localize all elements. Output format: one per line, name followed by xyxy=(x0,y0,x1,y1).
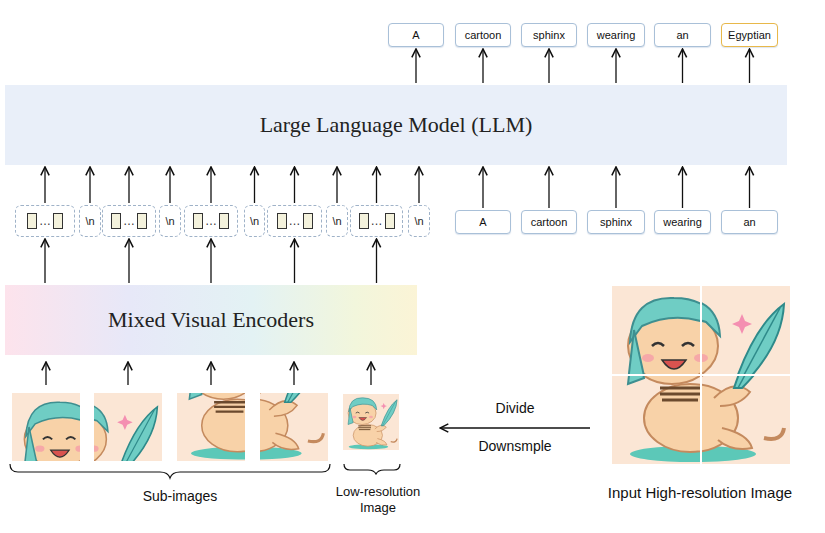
flow-arrow xyxy=(418,167,419,203)
node-text: … xyxy=(123,214,135,228)
caption-label: Input High-resolution Image xyxy=(570,484,825,501)
flow-arrow xyxy=(482,49,483,83)
node-text: A xyxy=(412,29,419,41)
flow-arrow xyxy=(415,49,416,83)
token-box: \n xyxy=(79,205,100,237)
node-text: cartoon xyxy=(465,29,502,41)
node-text: \n xyxy=(85,215,94,227)
node-text: Mixed Visual Encoders xyxy=(108,307,314,333)
node-text: \n xyxy=(165,215,174,227)
flow-arrow xyxy=(548,49,549,83)
caption-label: Low-resolution Image xyxy=(328,484,428,516)
token-box: an xyxy=(654,23,711,47)
node-text: \n xyxy=(250,215,259,227)
flow-arrow xyxy=(749,49,750,83)
token-mark xyxy=(193,213,203,229)
token-box: sphinx xyxy=(521,23,577,47)
token-mark xyxy=(277,213,287,229)
flow-arrow xyxy=(254,167,255,203)
token-box: \n xyxy=(408,205,430,237)
flow-arrow xyxy=(615,167,616,208)
token-mark xyxy=(219,213,229,229)
token-box: wearing xyxy=(587,23,645,47)
token-box: Egyptian xyxy=(721,23,778,47)
node-text: \n xyxy=(414,215,423,227)
token-box: A xyxy=(455,210,511,234)
flow-arrow xyxy=(682,49,683,83)
flow-arrow xyxy=(749,167,750,208)
token-mark xyxy=(27,213,37,229)
flow-arrow xyxy=(128,239,129,283)
model-band: Large Language Model (LLM) xyxy=(5,85,787,165)
caption-label: Sub-images xyxy=(120,488,240,504)
flow-arrow xyxy=(294,167,295,203)
token-mark xyxy=(111,213,121,229)
token-box: \n xyxy=(159,205,180,237)
node-text: wearing xyxy=(663,216,702,228)
flow-arrow xyxy=(44,167,45,203)
visual-token-group: … xyxy=(184,205,238,237)
node-text: an xyxy=(676,29,688,41)
flow-arrow xyxy=(376,239,377,283)
flow-arrow xyxy=(615,49,616,83)
node-text: … xyxy=(289,214,301,228)
token-box: wearing xyxy=(654,210,711,234)
node-text: cartoon xyxy=(531,216,568,228)
flow-arrow xyxy=(210,167,211,203)
flow-arrow xyxy=(294,239,295,283)
flow-arrow xyxy=(376,167,377,203)
flow-arrow xyxy=(336,167,337,203)
flow-arrow xyxy=(548,167,549,208)
token-mark xyxy=(359,213,369,229)
model-band: Mixed Visual Encoders xyxy=(5,285,417,355)
node-text: … xyxy=(205,214,217,228)
flow-arrow xyxy=(89,167,90,203)
node-text: … xyxy=(371,214,383,228)
flow-arrow xyxy=(169,167,170,203)
node-text: wearing xyxy=(597,29,636,41)
token-box: sphinx xyxy=(587,210,645,234)
visual-token-group: … xyxy=(267,205,322,237)
token-box: cartoon xyxy=(455,23,511,47)
node-text: Large Language Model (LLM) xyxy=(260,112,533,138)
node-text: sphinx xyxy=(600,216,632,228)
flow-arrow xyxy=(128,167,129,203)
visual-token-group: … xyxy=(350,205,403,237)
token-mark xyxy=(53,213,63,229)
node-text: \n xyxy=(332,215,341,227)
node-text: an xyxy=(743,216,755,228)
token-box: cartoon xyxy=(521,210,577,234)
visual-token-group: … xyxy=(15,205,75,237)
caption-label: Downsmple xyxy=(470,438,560,454)
token-box: A xyxy=(388,23,444,47)
node-text: … xyxy=(39,214,51,228)
node-text: A xyxy=(479,216,486,228)
token-box: an xyxy=(721,210,778,234)
token-box: \n xyxy=(326,205,347,237)
visual-token-group: … xyxy=(102,205,156,237)
token-mark xyxy=(137,213,147,229)
token-box: \n xyxy=(244,205,265,237)
flow-arrow xyxy=(682,167,683,208)
flow-arrow xyxy=(482,167,483,208)
caption-label: Divide xyxy=(480,400,550,416)
token-mark xyxy=(303,213,313,229)
node-text: sphinx xyxy=(533,29,565,41)
flow-arrow xyxy=(44,239,45,283)
node-text: Egyptian xyxy=(728,29,771,41)
token-mark xyxy=(385,213,395,229)
flow-arrow xyxy=(210,239,211,283)
